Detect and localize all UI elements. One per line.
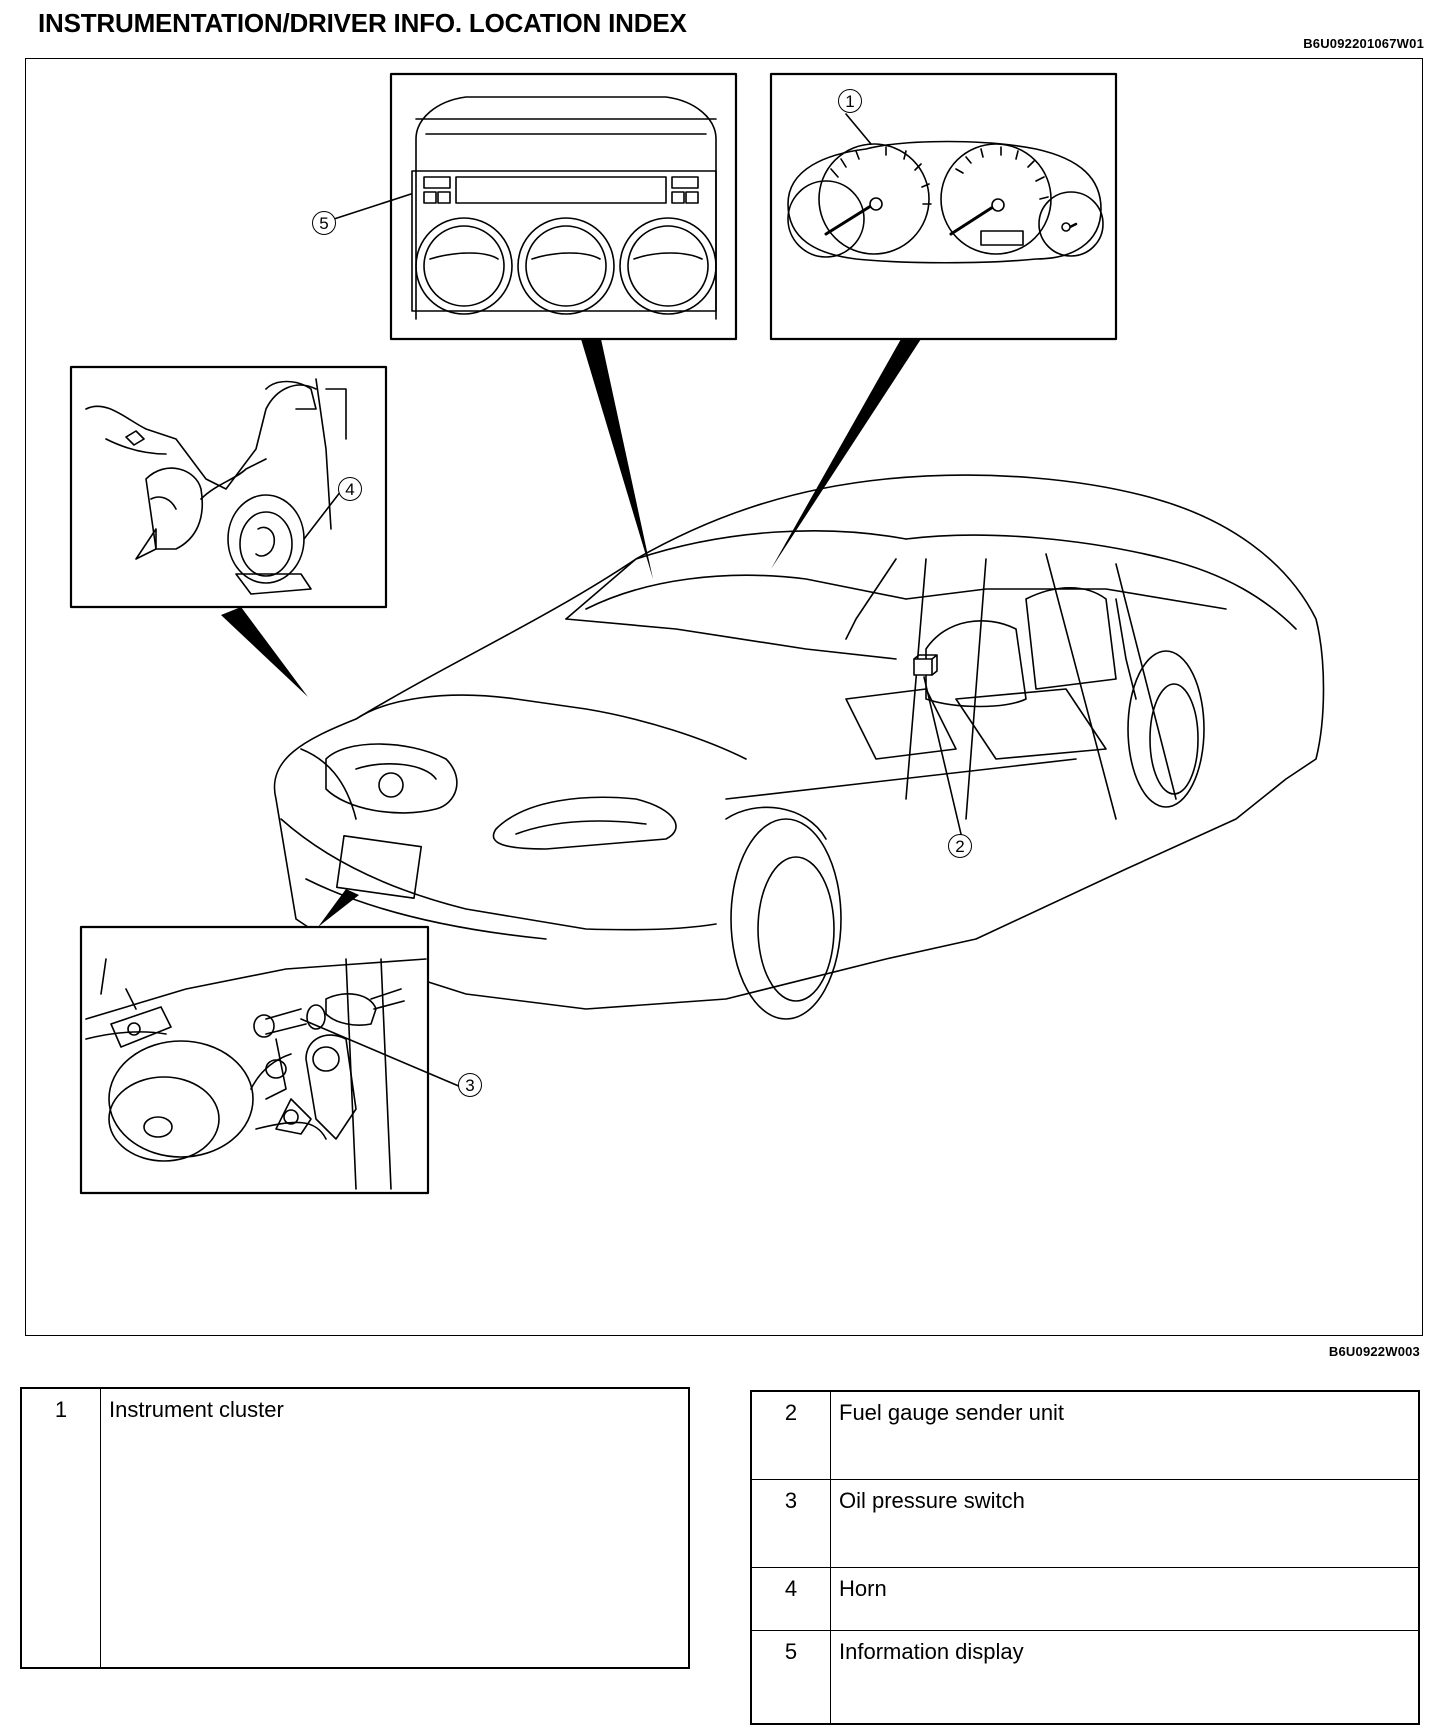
legend-label: Fuel gauge sender unit [830,1390,1420,1480]
legend-number: 5 [750,1629,831,1725]
callout-4: 4 [338,477,362,501]
legend-number: 2 [750,1390,831,1480]
table-row: 5 Information display [750,1629,1420,1725]
car-line-drawing [69,72,1325,1195]
table-row: 3 Oil pressure switch [750,1478,1420,1568]
figure-code: B6U0922W003 [1328,1344,1420,1359]
inset-oil-pressure-switch [79,925,462,1195]
legend-label: Information display [830,1629,1420,1725]
legend-number: 1 [20,1387,101,1669]
legend-number: 4 [750,1566,831,1631]
table-row: 4 Horn [750,1566,1420,1631]
legend-table-left: 1 Instrument cluster [20,1387,690,1669]
legend-label: Horn [830,1566,1420,1631]
legend-number: 3 [750,1478,831,1568]
legend-table-right: 2 Fuel gauge sender unit 3 Oil pressure … [750,1390,1420,1725]
legend-label: Oil pressure switch [830,1478,1420,1568]
location-index-figure: 1 2 3 4 5 [25,58,1423,1336]
inset-horn [69,365,388,609]
pointer-wedges [221,339,921,927]
inset-information-display [333,72,738,341]
document-code: B6U092201067W01 [1303,36,1424,51]
car-body [273,474,1325,1020]
page-title: INSTRUMENTATION/DRIVER INFO. LOCATION IN… [38,8,687,38]
callout-1: 1 [838,89,862,113]
leader-line-2 [923,676,962,835]
callout-3: 3 [458,1073,482,1097]
inset-instrument-cluster [769,72,1118,341]
table-row: 1 Instrument cluster [20,1387,690,1669]
legend-label: Instrument cluster [100,1387,690,1669]
table-row: 2 Fuel gauge sender unit [750,1390,1420,1480]
callout-5: 5 [312,211,336,235]
callout-2: 2 [948,834,972,858]
